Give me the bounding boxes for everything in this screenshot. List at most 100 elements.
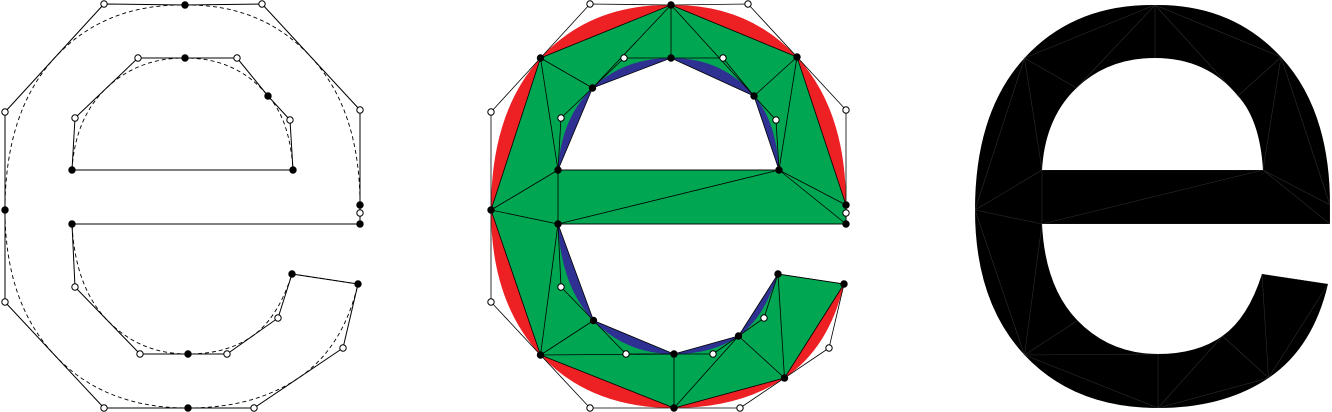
off-curve-point bbox=[223, 350, 231, 358]
on-curve-point bbox=[181, 1, 189, 9]
on-curve-point bbox=[840, 280, 848, 288]
faint-triangle-edge bbox=[1268, 283, 1329, 379]
off-curve-point bbox=[586, 404, 594, 412]
faint-triangle-edge bbox=[1024, 320, 1078, 356]
off-curve-point bbox=[719, 54, 727, 62]
on-curve-point bbox=[667, 54, 675, 62]
triangle-edge bbox=[490, 209, 541, 356]
faint-triangle-edge bbox=[975, 169, 1043, 211]
polygon-area-inside-glyph bbox=[491, 5, 846, 408]
triangle-edge bbox=[753, 56, 798, 97]
on-curve-point bbox=[554, 166, 562, 174]
faint-triangle-edge bbox=[1280, 56, 1330, 206]
on-curve-point bbox=[356, 201, 364, 209]
triangle-edge bbox=[540, 57, 559, 171]
triangle-edge bbox=[670, 57, 755, 97]
off-curve-point bbox=[557, 283, 565, 291]
faint-triangle-edge bbox=[1222, 335, 1269, 379]
on-curve-point bbox=[589, 316, 598, 325]
on-curve-point bbox=[842, 220, 850, 228]
off-curve-point bbox=[744, 0, 752, 8]
off-curve-point bbox=[772, 116, 780, 124]
off-curve-point bbox=[258, 0, 266, 8]
on-curve-point bbox=[588, 84, 597, 92]
off-curve-point bbox=[136, 350, 144, 358]
triangulated-coverage-panel bbox=[487, 0, 850, 412]
off-curve-point bbox=[709, 350, 717, 358]
off-curve-point bbox=[274, 314, 282, 322]
faint-triangle-edge bbox=[1024, 57, 1043, 171]
triangle-edge bbox=[490, 209, 559, 225]
on-curve-point bbox=[667, 1, 675, 9]
faint-triangle-edge bbox=[1157, 335, 1223, 409]
faint-triangle-edge bbox=[975, 57, 1025, 211]
triangle-edge bbox=[778, 56, 798, 171]
on-curve-point bbox=[289, 166, 297, 174]
triangle-edge bbox=[540, 353, 675, 356]
triangle-edge bbox=[593, 320, 675, 355]
on-curve-point bbox=[184, 404, 192, 412]
off-curve-point bbox=[557, 114, 565, 122]
on-curve-point bbox=[670, 350, 678, 358]
off-curve-point bbox=[1, 298, 9, 306]
faint-triangle-edge bbox=[1024, 354, 1159, 409]
on-curve-point bbox=[734, 332, 743, 340]
on-curve-point bbox=[536, 54, 545, 62]
on-curve-point bbox=[288, 270, 296, 278]
triangle-edge bbox=[796, 56, 847, 206]
triangle-edge bbox=[778, 169, 847, 206]
faint-triangle-edge bbox=[1076, 4, 1156, 89]
outer-control-polygon bbox=[4, 3, 361, 409]
off-curve-point bbox=[1, 108, 9, 116]
on-curve-point bbox=[750, 92, 758, 100]
faint-triangle-edge bbox=[1024, 223, 1043, 356]
off-curve-point bbox=[233, 54, 241, 62]
triangle-edge bbox=[540, 57, 593, 89]
triangle-edge bbox=[670, 4, 798, 58]
on-curve-point bbox=[536, 351, 545, 359]
faint-triangle-edge bbox=[1262, 169, 1330, 225]
triangle-edge bbox=[738, 335, 785, 379]
counter-control-polygon bbox=[71, 57, 294, 171]
triangle-edge bbox=[540, 223, 559, 356]
control-points-group bbox=[1, 0, 364, 412]
off-curve-point bbox=[487, 108, 495, 116]
off-curve-point bbox=[250, 404, 258, 412]
triangle-edge bbox=[490, 57, 541, 211]
off-curve-point bbox=[760, 314, 768, 322]
off-curve-point bbox=[100, 404, 108, 412]
on-curve-point bbox=[1, 206, 9, 214]
outline-control-points-panel bbox=[1, 0, 364, 412]
on-curve-point bbox=[780, 374, 789, 382]
on-curve-point bbox=[356, 220, 364, 228]
off-curve-point bbox=[842, 209, 850, 217]
on-curve-point bbox=[670, 404, 678, 412]
faint-triangle-edge bbox=[1261, 273, 1269, 379]
triangle-edge bbox=[670, 4, 755, 97]
triangle-edge bbox=[540, 354, 675, 409]
faint-triangle-edge bbox=[1024, 353, 1159, 356]
on-curve-point bbox=[184, 350, 192, 358]
triangle-edge bbox=[557, 87, 593, 171]
faint-triangle-edge bbox=[1154, 4, 1282, 58]
faint-triangle-edge bbox=[1024, 4, 1156, 59]
triangle-edge bbox=[673, 377, 785, 409]
on-curve-point bbox=[181, 54, 189, 62]
filled-glyph-panel bbox=[975, 4, 1330, 409]
off-curve-point bbox=[286, 116, 294, 124]
off-curve-point bbox=[71, 283, 79, 291]
triangle-edge bbox=[673, 335, 739, 355]
triangle-edge bbox=[784, 283, 845, 379]
on-curve-point bbox=[487, 206, 495, 214]
faint-triangle-edge bbox=[1262, 169, 1330, 206]
triangle-edge bbox=[777, 273, 845, 285]
off-curve-point bbox=[356, 106, 364, 114]
off-curve-point bbox=[842, 106, 850, 114]
off-curve-point bbox=[586, 0, 594, 8]
faint-triangle-edge bbox=[975, 209, 1025, 356]
on-curve-point bbox=[264, 92, 272, 100]
on-curve-point bbox=[842, 201, 850, 209]
on-curve-point bbox=[793, 53, 801, 61]
triangle-edge bbox=[673, 335, 739, 409]
faint-triangle-edge bbox=[1024, 57, 1077, 89]
